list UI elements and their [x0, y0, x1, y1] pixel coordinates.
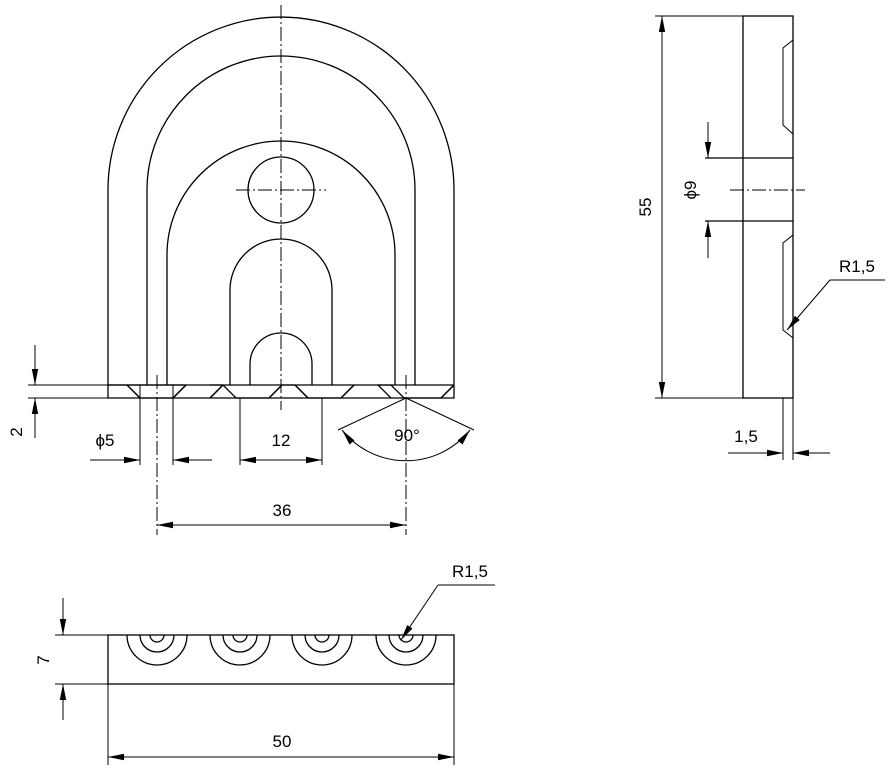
- countersink-1: [126, 634, 188, 666]
- dim-bore-diameter: ϕ9: [681, 181, 700, 200]
- side-view: 55 ϕ9 R1,5 1,5: [636, 15, 885, 460]
- dim-slot-width: 12: [272, 431, 291, 450]
- dim-groove-depth: 1,5: [734, 427, 758, 446]
- bottom-view: R1,5 7 50: [34, 562, 495, 765]
- dim-hole-spacing: 36: [273, 501, 292, 520]
- countersink-2: [209, 634, 271, 666]
- dim-countersink-angle: 90°: [394, 426, 420, 445]
- center-slot: [229, 238, 333, 385]
- front-view: 2 ϕ5 12 90° 36: [7, 5, 475, 535]
- dim-thickness: 7: [34, 655, 53, 664]
- countersink-4: [375, 634, 437, 666]
- dim-height: 55: [636, 198, 655, 217]
- dim-side-fillet-radius: R1,5: [839, 257, 875, 276]
- dim-slot-depth: 2: [7, 427, 26, 436]
- dim-width: 50: [273, 732, 292, 751]
- dim-hole-diameter: ϕ5: [96, 431, 115, 450]
- outer-arch: [107, 16, 455, 399]
- dim-bottom-fillet-radius: R1,5: [452, 562, 488, 581]
- countersink-3: [291, 634, 353, 666]
- lower-slot: [249, 332, 313, 385]
- bottom-outline: [107, 634, 455, 685]
